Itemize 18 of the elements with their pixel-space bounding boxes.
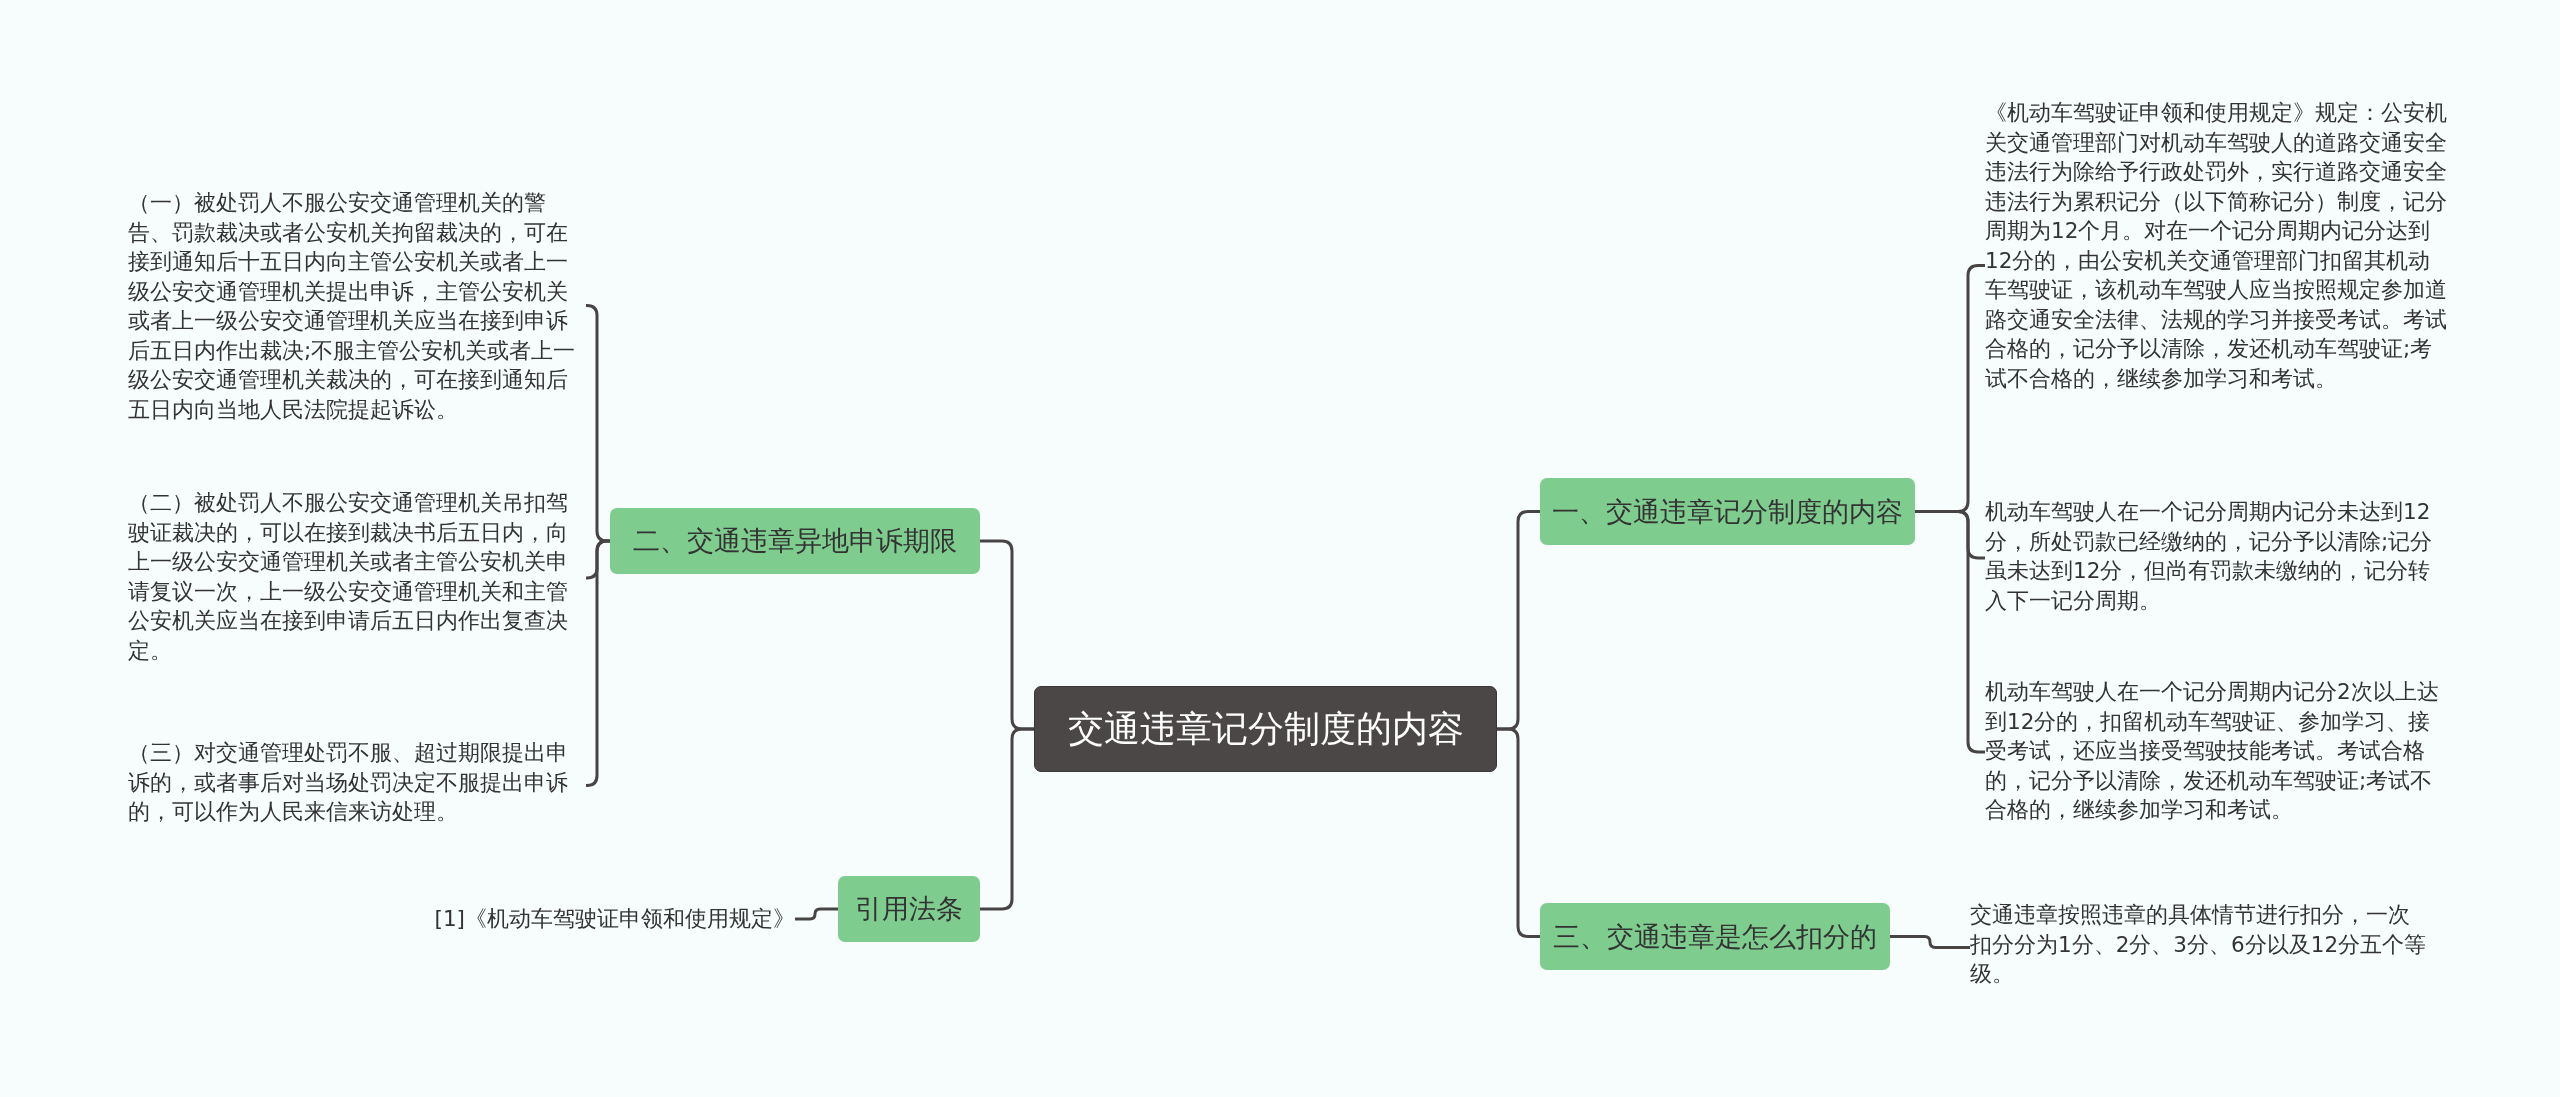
note-text: [1]《机动车驾驶证申领和使用规定》 <box>400 902 795 936</box>
note-text: 《机动车驾驶证申领和使用规定》规定：公安机关交通管理部门对机动车驾驶人的道路交通安全违法行为除给予行政处罚外，实行道路交通安全违法行为累积记分（以下简称记分）制度，记分周期为12个月。对在一个记分周期内记分达到12分的，由公安机关交通管理部门扣留其机动车驾驶证，该机动车驾驶人应当按照规定参加道路交通安全法律、法规的学习并接受考试。考试合格的，记分予以清除，发还机动车驾驶证;考试不合格的，继续参加学习和考试。 <box>1985 98 2447 433</box>
note-text: 机动车驾驶人在一个记分周期内记分未达到12分，所处罚款已经缴纳的，记分予以清除;记分虽未达到12分，但尚有罚款未缴纳的，记分转入下一记分周期。 <box>1985 497 2447 619</box>
note-text: （二）被处罚人不服公安交通管理机关吊扣驾驶证裁决的，可以在接到裁决书后五日内，向上一级公安交通管理机关或者主管公安机关申请复议一次，上一级公安交通管理机关和主管公安机关应当在接到申请后五日内作出复查决定。 <box>128 488 586 668</box>
note-text: （三）对交通管理处罚不服、超过期限提出申诉的，或者事后对当场处罚决定不服提出申诉的，可以作为人民来信来访处理。 <box>128 738 586 833</box>
note-text: 机动车驾驶人在一个记分周期内记分2次以上达到12分的，扣留机动车驾驶证、参加学习、接受考试，还应当接受驾驶技能考试。考试合格的，记分予以清除，发还机动车驾驶证;考试不合格的，继续参加学习和考试。 <box>1985 677 2447 827</box>
connector-line <box>585 304 610 543</box>
subtopic-box: 引用法条 <box>838 876 980 942</box>
topic-box: 交通违章记分制度的内容 <box>1034 686 1497 772</box>
connector-line <box>1890 935 1970 949</box>
note-text: （一）被处罚人不服公安交通管理机关的警告、罚款裁决或者公安机关拘留裁决的，可在接到通知后十五日内向主管公安机关或者上一级公安交通管理机关提出申诉，主管公安机关或者上一级公安交通管理机关应当在接到申诉后五日内作出裁决;不服主管公安机关或者上一级公安交通管理机关裁决的，可在接到通知后五日内向当地人民法院提起诉讼。 <box>128 188 586 424</box>
connector-line <box>1497 727 1540 938</box>
subtopic-box: 二、交通违章异地申诉期限 <box>610 508 980 574</box>
connector-line <box>795 907 838 921</box>
subtopic-box: 一、交通违章记分制度的内容 <box>1540 478 1915 545</box>
subtopic-box: 三、交通违章是怎么扣分的 <box>1540 903 1890 970</box>
connector-line <box>585 539 610 787</box>
note-text: 交通违章按照违章的具体情节进行扣分，一次扣分分为1分、2分、3分、6分以及12分五个等级。 <box>1970 900 2430 995</box>
